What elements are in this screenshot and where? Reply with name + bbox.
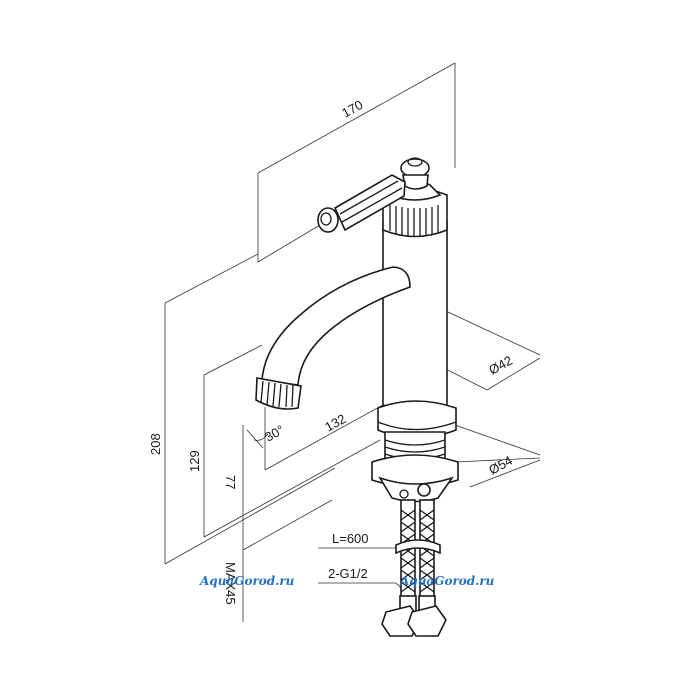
dimension-lines: [164, 62, 541, 622]
watermark-right: AquaGorod.ru: [399, 574, 495, 588]
hose-length-label: L=600: [332, 531, 369, 546]
dim-base-diameter-label: Ø54: [486, 453, 515, 478]
collar-ribs: [389, 204, 439, 237]
dim-height-label: 208: [148, 433, 163, 455]
watermark-left: AquaGorod.ru: [199, 574, 295, 588]
dim-body-diameter-label: Ø42: [486, 353, 515, 378]
dim-width-label: 170: [339, 97, 365, 121]
aerator-ribs: [260, 380, 294, 408]
dim-deck-max-label: MAX45: [223, 562, 238, 605]
hose-thread-label: 2-G1/2: [328, 566, 368, 581]
dim-angle-label: 30°: [262, 422, 286, 445]
faucet-body: [255, 157, 459, 503]
dim-spout-base-label: 77: [223, 475, 238, 489]
braided-hoses: [381, 499, 447, 637]
dim-reach-label: 132: [322, 411, 348, 435]
dim-spout-height-label: 129: [187, 450, 202, 472]
hose-braid: [400, 509, 435, 593]
